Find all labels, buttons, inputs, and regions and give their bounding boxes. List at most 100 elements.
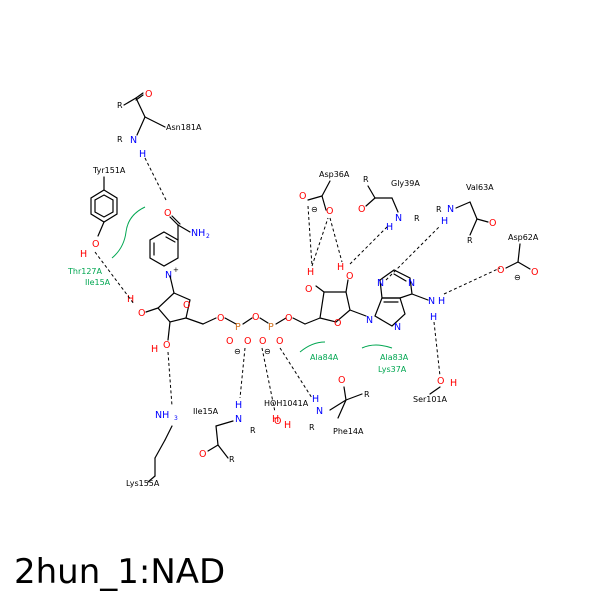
positive-charge: + bbox=[173, 266, 179, 274]
residue-label-ala84: Ala84A bbox=[310, 353, 339, 362]
r-group-label: R bbox=[117, 135, 123, 144]
r-group-label: R bbox=[117, 101, 123, 110]
residue-label-tyr151: Tyr151A bbox=[92, 166, 126, 175]
oxygen-atom: O bbox=[217, 313, 224, 324]
oxygen-atom: O bbox=[92, 239, 99, 250]
hydrophobic-contact-arc bbox=[361, 344, 393, 349]
negative-charge: ⊖ bbox=[311, 205, 318, 214]
adenine-ring: N N N N N H H bbox=[366, 269, 445, 333]
oxygen-atom: O bbox=[199, 449, 206, 460]
oxygen-atom: O bbox=[326, 206, 333, 217]
oxygen-atom: O bbox=[346, 271, 353, 282]
nitrogen-atom: N bbox=[130, 135, 137, 146]
oxygen-atom: O bbox=[305, 284, 312, 295]
page-title: 2hun_1:NAD bbox=[14, 552, 226, 592]
residue-asp36: Asp36A O O ⊖ bbox=[299, 170, 350, 217]
amine-nitrogen: N bbox=[428, 296, 435, 307]
oxygen-atom: O bbox=[531, 267, 538, 278]
nitrogen-atom: N bbox=[395, 213, 402, 224]
nitrogen-atom: N bbox=[235, 414, 242, 425]
nitrogen-atom: N bbox=[447, 204, 454, 215]
oxygen-atom: O bbox=[489, 218, 496, 229]
oxygen-atom: O bbox=[497, 265, 504, 276]
hydrogen-atom: H bbox=[450, 378, 457, 389]
oxygen-atom: O bbox=[145, 89, 152, 100]
oxygen-atom: O bbox=[276, 336, 283, 347]
hydrogen-atom: H bbox=[151, 344, 158, 355]
residue-label-ile15: Ile15A bbox=[193, 407, 219, 416]
residue-label-lys37: Lys37A bbox=[378, 365, 407, 374]
residue-label-phe14: Phe14A bbox=[333, 427, 364, 436]
oxygen-atom: O bbox=[338, 375, 345, 386]
hydrogen-atom: H bbox=[312, 394, 319, 405]
oxygen-atom: O bbox=[138, 308, 145, 319]
hydrogen-atom: H bbox=[139, 149, 146, 160]
hydrogen-atom: H bbox=[272, 414, 279, 425]
hydrogen-atom: H bbox=[284, 420, 291, 431]
nitrogen-atom: N bbox=[366, 315, 373, 326]
oxygen-atom: O bbox=[259, 336, 266, 347]
residue-label-asp62: Asp62A bbox=[508, 233, 539, 242]
negative-charge: ⊖ bbox=[234, 347, 241, 356]
amide-nh2-label: NH bbox=[191, 228, 205, 239]
oxygen-atom: O bbox=[183, 300, 190, 311]
nitrogen-atom: N bbox=[408, 278, 415, 289]
residue-label-thr127: Thr127A bbox=[67, 267, 103, 276]
residue-asn181: R O Asn181A N R H bbox=[117, 89, 202, 160]
nitrogen-atom: N bbox=[165, 270, 172, 281]
r-group-label: R bbox=[414, 214, 420, 223]
oxygen-atom: O bbox=[226, 336, 233, 347]
residue-label-hoh1041: HOH1041A bbox=[264, 399, 309, 408]
residue-label-ser101: Ser101A bbox=[413, 395, 448, 404]
hydrophobic-contact-arc bbox=[299, 341, 326, 353]
r-group-label: R bbox=[467, 236, 473, 245]
residue-label-ala83: Ala83A bbox=[380, 353, 409, 362]
hydrogen-atom: H bbox=[441, 216, 448, 227]
nicotinamide-ring: N + O NH 2 bbox=[149, 208, 210, 294]
oxygen-atom: O bbox=[285, 313, 292, 324]
residue-label-val63: Val63A bbox=[466, 183, 494, 192]
residue-label-asn181: Asn181A bbox=[166, 123, 202, 132]
hydrogen-atom: H bbox=[80, 249, 87, 260]
oxygen-atom: O bbox=[274, 416, 281, 427]
r-group-label: R bbox=[436, 205, 442, 214]
oxygen-atom: O bbox=[163, 340, 170, 351]
residue-ile15: Ile15A H N R O R bbox=[193, 400, 256, 464]
oxygen-atom: O bbox=[358, 204, 365, 215]
adenosine-ribose: O O H O H bbox=[305, 262, 367, 329]
phosphorus-atom: P bbox=[235, 322, 241, 333]
residue-gly39: R O Gly39A N H R bbox=[358, 175, 420, 233]
residue-phe14: O R N H R Phe14A bbox=[309, 375, 370, 436]
r-group-label: R bbox=[364, 390, 370, 399]
hydrophobic-contact-arc bbox=[111, 206, 146, 259]
r-group-label: R bbox=[250, 426, 256, 435]
nicotinamide-ribose: O O H O H O bbox=[127, 292, 224, 355]
r-group-label: R bbox=[229, 455, 235, 464]
residue-label-lys155: Lys155A bbox=[126, 479, 160, 488]
oxygen-atom: O bbox=[299, 191, 306, 202]
oxygen-atom: O bbox=[164, 208, 171, 219]
r-group-label: R bbox=[363, 175, 369, 184]
negative-charge: ⊖ bbox=[264, 347, 271, 356]
hydrogen-atom: H bbox=[337, 262, 344, 273]
residue-asp62: Asp62A O O ⊖ bbox=[497, 233, 539, 282]
hydrogen-atom: H bbox=[386, 222, 393, 233]
hydrogen-atom: H bbox=[235, 400, 242, 411]
negative-charge: ⊖ bbox=[514, 273, 521, 282]
oxygen-atom: O bbox=[244, 336, 251, 347]
phosphorus-atom: P bbox=[268, 322, 274, 333]
hydrogen-atom: H bbox=[438, 296, 445, 307]
oxygen-atom: O bbox=[334, 318, 341, 329]
amine-subscript: 3 bbox=[174, 415, 178, 422]
amine-nh3-label: NH bbox=[155, 410, 169, 421]
residue-label-gly39: Gly39A bbox=[391, 179, 420, 188]
nitrogen-atom: N bbox=[377, 278, 384, 289]
oxygen-atom: O bbox=[437, 376, 444, 387]
amide-subscript: 2 bbox=[206, 233, 210, 240]
hydrogen-atom: H bbox=[307, 267, 314, 278]
residue-label-asp36: Asp36A bbox=[319, 170, 350, 179]
residue-label-ile15-hydrophobic: Ile15A bbox=[85, 278, 111, 287]
residue-val63: Val63A R N H R O bbox=[436, 183, 496, 245]
r-group-label: R bbox=[309, 423, 315, 432]
nitrogen-atom: N bbox=[316, 406, 323, 417]
